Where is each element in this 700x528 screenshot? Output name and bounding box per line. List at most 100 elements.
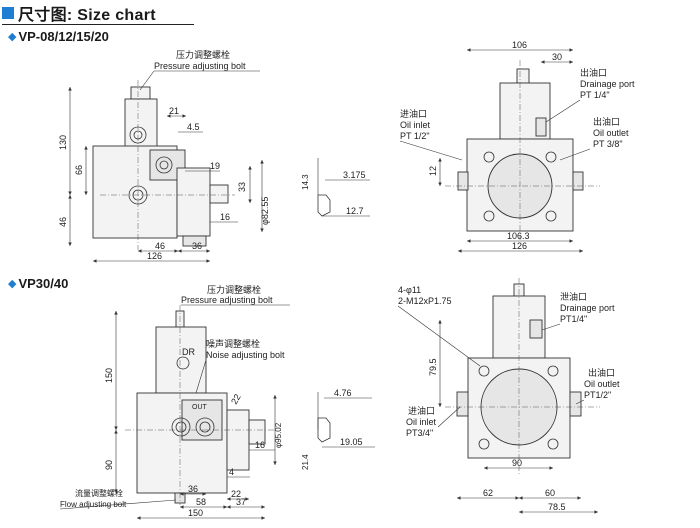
- vp08-inlet-pt: PT 1/2": [400, 131, 430, 141]
- vp08-dim-12-7: 12.7: [346, 206, 364, 216]
- vp30-front-dim-90: 90: [512, 458, 522, 468]
- vp30-dim-36: 36: [188, 484, 198, 494]
- vp30-flange: [226, 409, 250, 471]
- vp08-bolt-cap: [130, 86, 151, 100]
- vp08-key-detail: 14.3 3.175 12.7: [301, 158, 370, 217]
- vp30-port-left: [171, 417, 191, 437]
- vp30-noise-en: Noise adjusting bolt: [206, 350, 285, 360]
- vp30-dim-150v: 150: [104, 368, 114, 383]
- vp08-front-dim-106-3: 106.3: [507, 231, 530, 241]
- page-title: 尺寸图: Size chart: [18, 7, 156, 24]
- vp08-inlet-en: Oil inlet: [400, 120, 431, 130]
- vp30-front-hole-tl: [478, 365, 490, 377]
- vp30-shaft: [248, 419, 266, 445]
- vp30-dim-19-05: 19.05: [340, 437, 363, 447]
- vp08-dim-16: 16: [220, 212, 230, 222]
- vp30-holes-label: 4-φ11: [398, 285, 421, 295]
- vp30-key-shape: [317, 417, 331, 443]
- vp30-out-label: OUT: [192, 404, 208, 411]
- vp08-front-bolt: [516, 68, 530, 84]
- vp08-dim-14-3: 14.3: [301, 174, 310, 190]
- vp08-front-hole-br: [545, 210, 557, 222]
- vp30-press-cn: 压力调整螺栓: [207, 284, 261, 295]
- vp08-press-callout-en: Pressure adjusting bolt: [154, 61, 246, 71]
- vp08-dim-36: 36: [192, 241, 202, 251]
- vp08-dim-126: 126: [147, 251, 162, 261]
- diamond-bullet-icon: ◆: [8, 31, 17, 43]
- vp30-top-housing: [155, 326, 207, 394]
- vp30-key-detail: 21.4 4.76 19.05: [301, 388, 375, 470]
- vp30-front-hole-tr: [547, 365, 559, 377]
- vp30-outlet-cn: 出油口: [588, 367, 615, 378]
- vp08-drain-en: Drainage port: [580, 79, 635, 89]
- vp08-front-hole-bl: [483, 210, 495, 222]
- vp30-front-dim-60: 60: [545, 488, 555, 498]
- vp08-dim-130: 130: [58, 135, 68, 150]
- section-vp08-title: ◆ VP-08/12/15/20: [8, 29, 109, 44]
- vp08-side-view: 压力调整螺栓 Pressure adjusting bolt 21 4.5 19…: [58, 49, 270, 263]
- header-underline: [2, 24, 194, 25]
- vp30-port-right: [195, 417, 215, 437]
- vp08-dim-66: 66: [74, 165, 84, 175]
- vp08-dim-shaft: φ82.55: [260, 197, 270, 225]
- vp08-inlet-cn: 进油口: [400, 108, 427, 119]
- vp30-noise-cn: 噪声调整螺栓: [206, 338, 260, 349]
- vp30-dim-90v: 90: [104, 460, 114, 470]
- vp08-port-side: [155, 156, 173, 174]
- vp30-inlet-pt: PT3/4": [406, 428, 433, 438]
- vp08-front-hole-tr: [545, 151, 557, 163]
- diamond-bullet-icon: ◆: [8, 278, 17, 290]
- vp08-dim-19: 19: [210, 161, 220, 171]
- vp08-dim-33: 33: [237, 182, 247, 192]
- vp08-dim-46h: 46: [155, 241, 165, 251]
- vp30-front-view: 4-φ11 2-M12xP1.75 79.5 90 62 60 78.5 泄油口…: [397, 278, 620, 514]
- vp30-inlet-en: Oil inlet: [406, 417, 437, 427]
- vp30-inlet-cn: 进油口: [408, 405, 435, 416]
- vp30-outlet-pt: PT1/2": [584, 390, 611, 400]
- vp30-dim-22b: 22: [231, 489, 241, 499]
- vp30-outlet-en: Oil outlet: [584, 379, 620, 389]
- vp30-dim-4: 4: [229, 467, 234, 477]
- vp08-shaft: [209, 184, 229, 204]
- vp30-out-block: [181, 399, 223, 441]
- vp30-dim-21-4: 21.4: [301, 454, 310, 470]
- vp30-front-dim-62: 62: [483, 488, 493, 498]
- vp30-dim-16: 16: [255, 440, 265, 450]
- vp30-dr-label: DR: [182, 347, 195, 357]
- vp08-press-callout-cn: 压力调整螺栓: [176, 49, 230, 60]
- vp08-mount-foot: [182, 235, 207, 247]
- vp08-key-shape: [317, 194, 331, 217]
- vp30-drain-en: Drainage port: [560, 303, 615, 313]
- vp08-dim-3-175: 3.175: [343, 170, 366, 180]
- vp08-dim-21: 21: [169, 106, 179, 116]
- vp08-front-hole-tl: [483, 151, 495, 163]
- vp30-dim-shaft: φ95.02: [274, 422, 283, 448]
- vp30-flow-cn: 流量调整螺栓: [75, 488, 123, 498]
- vp08-front-dim-126: 126: [512, 241, 527, 251]
- vp08-drain-pt: PT 1/4": [580, 90, 610, 100]
- vp30-dim-22a: 22: [229, 392, 243, 406]
- vp30-press-en: Pressure adjusting bolt: [181, 295, 273, 305]
- vp08-drain-cn: 出油口: [580, 67, 607, 78]
- vp30-dr-port: [176, 356, 190, 370]
- vp30-front-hole-bl: [478, 438, 490, 450]
- vp30-dim-150h: 150: [188, 508, 203, 518]
- vp08-outlet-pt: PT 3/8": [593, 139, 623, 149]
- vp08-front-dim-30: 30: [552, 52, 562, 62]
- vp30-drain-cn: 泄油口: [560, 291, 587, 302]
- vp30-drain-pt: PT1/4": [560, 314, 587, 324]
- vp30-flow-en: Flow adjusting bolt: [60, 500, 127, 509]
- chart-header: 尺寸图: Size chart: [2, 3, 156, 24]
- vp30-side-view: DR OUT 压力调整螺栓 Pressure adjusting bolt 噪声…: [59, 284, 290, 520]
- vp30-front-hole-br: [547, 438, 559, 450]
- vp08-outlet-en: Oil outlet: [593, 128, 629, 138]
- vp30-dim-37: 37: [236, 497, 246, 507]
- vp08-flange: [176, 167, 211, 237]
- vp08-front-dim-12: 12: [428, 166, 438, 176]
- vp08-front-dim-106: 106: [512, 40, 527, 50]
- vp30-dim-4-76: 4.76: [334, 388, 352, 398]
- vp08-dim-46v: 46: [58, 217, 68, 227]
- header-square-icon: [2, 7, 14, 19]
- vp08-front-view: 106 30 12 106.3 126 出油口 Drainage port PT…: [399, 40, 635, 253]
